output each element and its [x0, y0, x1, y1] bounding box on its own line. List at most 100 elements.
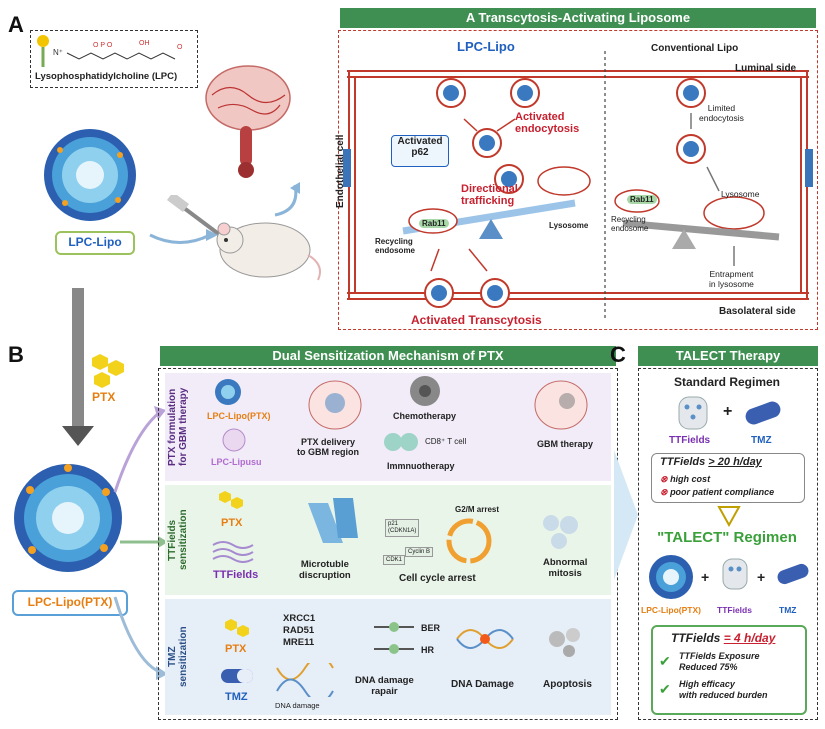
row3-apoptosis: Apoptosis — [543, 679, 592, 690]
recycling-endosome-right: Recycling endosome — [611, 215, 648, 233]
tmz-capsule-icon-c — [745, 401, 781, 425]
chevron-right-icon — [614, 450, 638, 580]
row2-microtubule: Microtuble discruption — [299, 559, 351, 581]
activated-p62-line2: p62 — [411, 147, 429, 158]
cross-icon: ⊗ — [660, 474, 668, 484]
talect-tmz: TMZ — [779, 605, 797, 615]
row3-ber: BER — [421, 623, 441, 633]
panel-b-letter: B — [8, 342, 24, 367]
cyclin-b-box: Cyclin B — [405, 547, 434, 557]
repair-genes: XRCC1 RAD51 MRE11 — [283, 613, 315, 649]
standard-requirements-box: TTFields > 20 h/day ⊗ high cost ⊗ poor p… — [651, 453, 805, 503]
row1-lpc-lipo-ptx: LPC-Lipo(PTX) — [207, 411, 271, 421]
row3-background — [165, 599, 611, 715]
brain-delivery-icon — [308, 380, 362, 430]
lpc-lipo-ptx-label: LPC-Lipo(PTX) — [12, 590, 128, 616]
row2-label: TTFields sensitization — [167, 485, 189, 595]
panel-a-header: A Transcytosis-Activating Liposome — [340, 8, 816, 28]
endothelial-cell-label: Endothelial cell — [335, 134, 346, 208]
mouse-injection-icon — [149, 195, 321, 281]
plus-sign-2: + — [701, 569, 710, 585]
standard-ttfields-label: TTFields — [669, 435, 711, 446]
rab11-right-label: Rab11 — [627, 195, 657, 204]
panel-b-header: Dual Sensitization Mechanism of PTX — [160, 346, 616, 366]
lysosome-left-label: Lysosome — [549, 221, 589, 230]
endothelial-membrane-diagram — [343, 51, 813, 321]
panel-a-letter: A — [8, 12, 24, 37]
compliance-text: poor patient compliance — [670, 487, 775, 497]
svg-text:O P O: O P O — [93, 42, 113, 49]
gene-xrcc1: XRCC1 — [283, 613, 316, 624]
ttf-req-prefix: TTFields — [660, 456, 706, 468]
ttfields-device-icon-2 — [722, 558, 748, 590]
directional-trafficking-label: Directional trafficking — [461, 183, 518, 207]
tmz-capsule-icon-c2 — [777, 563, 809, 585]
dna-helix-icon — [276, 663, 334, 697]
row3-dna-damage: DNA Damage — [451, 679, 514, 690]
row1-delivery-line2: to GBM region — [297, 447, 359, 457]
check-icon-2: ✔ — [659, 681, 671, 697]
benefit-1-line1: TTFields Exposure — [679, 651, 760, 661]
lpc-lipo-ptx-small-icon — [649, 555, 693, 599]
lpc-structure-icon: N⁺ O P O OH O — [37, 35, 183, 67]
conventional-lipo-label: Conventional Lipo — [651, 43, 739, 54]
row1-label-line2: for GBM therapy — [178, 387, 189, 467]
row3-hr: HR — [421, 645, 434, 655]
curved-arrow-icon — [274, 182, 300, 217]
row1-immuno: Immnuotherapy — [387, 461, 455, 471]
ptx-label: PTX — [92, 390, 116, 404]
row2-microtubule-line2: discruption — [299, 570, 351, 581]
ttf-new-prefix: TTFields — [671, 631, 721, 645]
row1-cd8: CD8⁺ T cell — [425, 437, 467, 446]
abnormal-mitosis-icon — [543, 515, 578, 549]
talect-benefits-box: TTFields = 4 h/day ✔ TTFields Exposure R… — [651, 625, 807, 715]
talect-ttfields: TTFields — [717, 605, 752, 615]
ptx-crystal-icon — [92, 354, 124, 388]
luminal-side-label: Luminal side — [735, 63, 797, 74]
lysosome-right-label: Lysosome — [721, 189, 760, 199]
ttfields-wave-icon — [212, 541, 254, 563]
benefit-2-line2: with reduced burden — [679, 690, 768, 700]
lpc-formula-label: Lysophosphatidylcholine (LPC) — [35, 71, 178, 82]
ttf-new-requirement: TTFields = 4 h/day — [671, 631, 775, 645]
ttf-new-value: = 4 h/day — [723, 631, 776, 645]
lpc-lipo-sphere-icon — [44, 129, 136, 221]
activated-p62-line1: Activated — [397, 136, 443, 147]
row2-ttfields: TTFields — [213, 569, 259, 581]
benefit-1: TTFields Exposure Reduced 75% — [679, 651, 760, 673]
p21-line2: (CDKN1A) — [388, 528, 417, 534]
svg-text:OH: OH — [139, 40, 150, 47]
cell-cycle-ring-icon — [446, 518, 492, 564]
limited-line1: Limited — [707, 103, 736, 113]
check-icon-1: ✔ — [659, 653, 671, 669]
svg-text:N⁺: N⁺ — [53, 48, 63, 57]
limited-endocytosis-label: Limited endocytosis — [699, 103, 744, 123]
row2-cell-cycle: Cell cycle arrest — [399, 573, 476, 584]
ptx-small-icon-2 — [225, 619, 249, 637]
row2-g2m: G2/M arrest — [455, 505, 500, 514]
plus-sign-3: + — [757, 569, 766, 585]
cross-icon-2: ⊗ — [660, 487, 668, 497]
row1-lpc-lipusu: LPC-Lipusu — [211, 457, 262, 467]
lpc-lipo-ptx-sphere-icon — [14, 464, 122, 572]
row2-abnormal-line2: mitosis — [548, 568, 582, 579]
p21-box: p21 (CDKN1A) — [385, 519, 420, 537]
standard-tmz-label: TMZ — [751, 435, 772, 446]
talect-box: Standard Regimen + TTFields TMZ TTFields… — [638, 368, 818, 720]
basolateral-side-label: Basolateral side — [719, 306, 796, 317]
ttf-requirement: TTFields > 20 h/day — [660, 456, 762, 468]
benefit-2: High efficacy with reduced burden — [679, 679, 768, 701]
cdk1-box: CDK1 — [383, 555, 406, 565]
gene-mre11: MRE11 — [283, 637, 315, 648]
repair-enzyme-icon — [374, 622, 414, 654]
lpc-lipo-title: LPC-Lipo — [457, 39, 515, 54]
recycling-endosome-left: Recycling endosome — [375, 237, 415, 255]
row1-label: PTX formulation for GBM therapy — [167, 373, 189, 481]
row3-label: TMZ sensitization — [167, 599, 189, 715]
compliance-item: ⊗ poor patient compliance — [660, 487, 774, 498]
row2-ptx: PTX — [221, 517, 243, 529]
dna-break-icon — [456, 629, 514, 649]
recycling-right-line1: Recycling — [611, 215, 646, 224]
row2-label-line2: sensitization — [178, 509, 189, 571]
directional-line1: Directional — [461, 183, 518, 195]
